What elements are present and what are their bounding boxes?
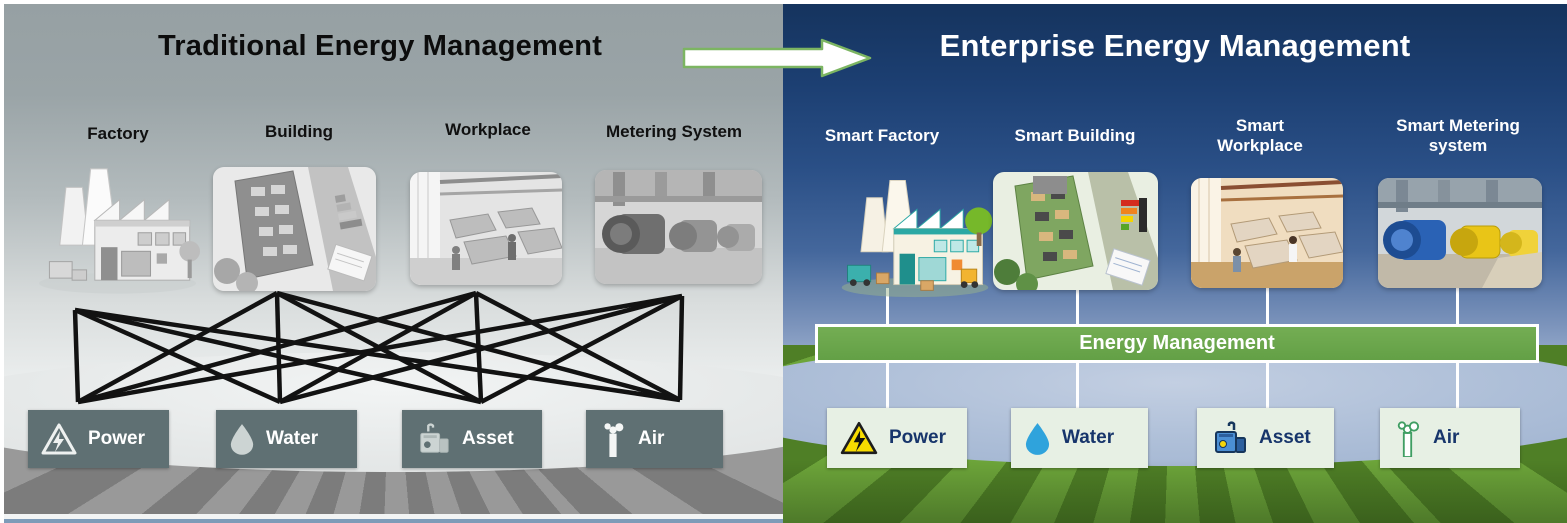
utility-box-power: Power [827,408,967,468]
energy-management-bar: Energy Management [815,324,1539,363]
air-chimney-icon [604,423,624,457]
bottom-blue-line [0,519,783,523]
top-white-edge [0,0,1567,4]
column-label-smart-factory: Smart Factory [824,126,940,145]
utility-box-power: Power [28,410,169,468]
transition-arrow [682,38,874,78]
power-warning-icon [840,421,878,455]
workplace-photo-grayscale [410,172,562,285]
building-photo-grayscale [213,167,376,291]
asset-boiler-icon [1215,421,1246,453]
column-label-smart-metering: Smart Metering system [1396,116,1520,156]
left-white-edge [0,0,4,523]
traditional-panel: Traditional Energy Management Factory Bu… [0,0,783,523]
enterprise-panel: Enterprise Energy Management Smart Facto… [783,0,1567,523]
utility-box-water: Water [1011,408,1148,468]
utility-label: Water [266,428,319,449]
tangled-connections-mesh [72,290,685,405]
energy-management-label: Energy Management [1079,332,1275,354]
utility-label: Asset [1259,427,1311,448]
column-label-workplace: Workplace [445,120,531,139]
utility-box-asset: Asset [1197,408,1334,468]
smart-building-photo [993,172,1158,290]
column-label-building: Building [265,122,333,141]
water-drop-icon [230,424,254,455]
utility-label: Air [1433,427,1460,448]
utility-box-air: Air [1380,408,1520,468]
utility-box-water: Water [216,410,357,468]
utility-label: Water [1062,427,1115,448]
column-label-metering: Metering System [605,122,743,141]
metering-photo-grayscale [595,170,762,284]
traditional-title: Traditional Energy Management [157,30,603,62]
right-arrow-icon [682,38,872,78]
grass-bottom-shade [783,460,1567,523]
enterprise-title: Enterprise Energy Management [939,28,1411,63]
bottom-white-strip [0,514,783,519]
smart-factory-illustration [835,165,995,300]
air-chimney-icon [1397,420,1420,457]
utility-label: Air [638,428,665,449]
utility-box-air: Air [586,410,723,468]
utility-label: Asset [462,428,514,449]
factory-illustration-grayscale [35,152,200,297]
water-drop-icon [1025,422,1050,455]
power-warning-icon [41,423,77,455]
utility-label: Power [889,427,947,448]
column-label-smart-workplace: Smart Workplace [1217,116,1303,156]
utility-label: Power [88,428,146,449]
smart-workplace-photo [1191,178,1343,288]
asset-boiler-icon [420,423,449,453]
column-label-factory: Factory [87,124,149,143]
smart-metering-photo [1378,178,1542,288]
column-label-smart-building: Smart Building [1014,126,1136,145]
utility-box-asset: Asset [402,410,542,468]
